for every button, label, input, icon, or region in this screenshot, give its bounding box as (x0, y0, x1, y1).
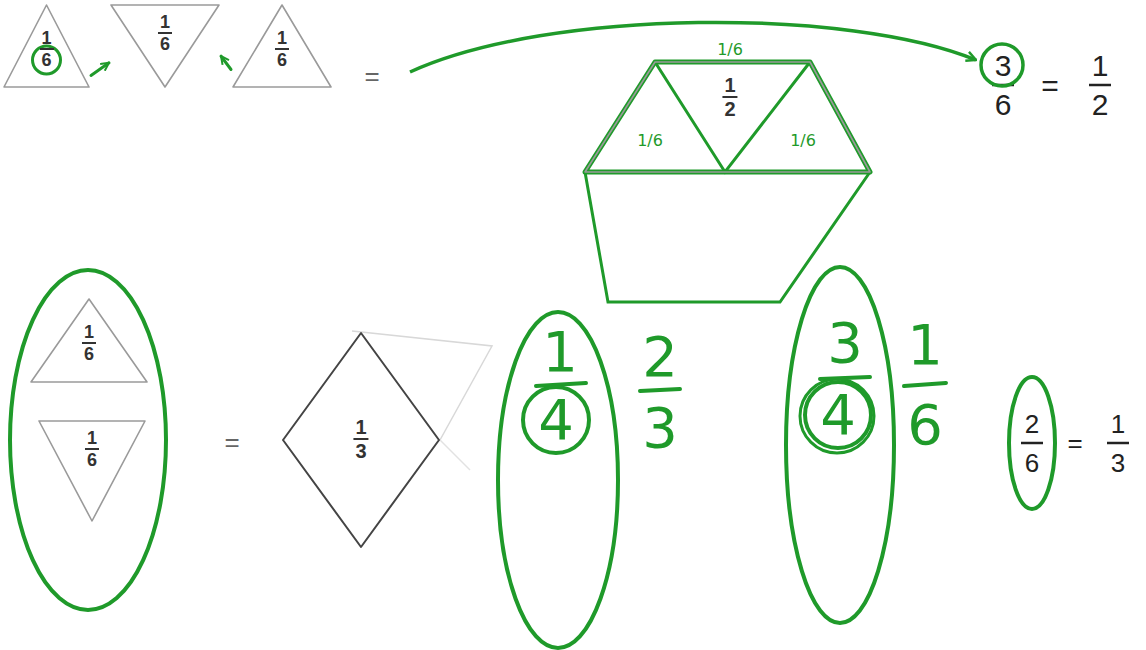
fraction-bar (904, 383, 946, 386)
fraction-numerator: 1 (82, 322, 96, 344)
equals-sign: = (224, 429, 239, 455)
denominator: 6 (995, 90, 1012, 120)
equals-sign: = (1067, 430, 1082, 456)
handwritten-fraction: 1/6 (637, 133, 663, 149)
fraction-denominator: 6 (158, 34, 172, 54)
handwritten-denominator: 3 (642, 400, 678, 456)
shape-outline (585, 62, 870, 172)
fraction-bar (1021, 442, 1043, 445)
fraction-bar (640, 389, 680, 391)
shape-outline (39, 421, 145, 521)
denominator: 2 (1092, 90, 1109, 120)
denominator: 6 (1025, 450, 1039, 476)
fraction-text: 16 (275, 28, 289, 70)
faint-outline (440, 440, 470, 470)
fraction-bar (1107, 442, 1129, 445)
handwritten-numerator: 1 (907, 317, 943, 373)
hand-hexagon (585, 172, 870, 302)
numerator: 1 (1111, 411, 1125, 437)
handwritten-fraction: 1/6 (717, 42, 743, 58)
hand-circle (981, 44, 1023, 86)
fraction-denominator: 6 (275, 50, 289, 70)
handwritten-denominator: 4 (538, 392, 574, 448)
equals-sign: = (1041, 71, 1059, 101)
fraction-triangle: 16 (38, 420, 146, 522)
hand-arrow (221, 56, 231, 69)
fraction-numerator: 1 (353, 416, 368, 440)
faint-outline (352, 331, 492, 440)
fraction-numerator: 1 (158, 12, 172, 34)
hand-ellipse (1009, 377, 1055, 509)
shape-outline (283, 333, 439, 547)
hand-ellipse (10, 270, 166, 610)
shape-outline (111, 5, 219, 87)
fraction-numerator: 1 (722, 74, 737, 98)
fraction-text: 16 (82, 322, 96, 364)
fraction-text: 16 (85, 428, 99, 470)
fraction-triangle: 16 (30, 298, 148, 383)
hand-arrow (91, 63, 109, 76)
fraction-numerator: 1 (85, 428, 99, 450)
equals-sign: = (364, 63, 379, 89)
fraction-text: 16 (39, 28, 53, 70)
handwritten-numerator: 3 (827, 315, 863, 371)
hand-ellipse (786, 267, 894, 623)
fraction-denominator: 6 (82, 344, 96, 364)
handwritten-fraction: 1/6 (790, 133, 816, 149)
fraction-denominator: 3 (353, 440, 368, 462)
hand-circle (805, 382, 871, 448)
handwritten-denominator: 6 (907, 397, 943, 453)
hand-circle (523, 387, 589, 453)
handwritten-numerator: 1 (542, 324, 578, 380)
fraction-numerator: 1 (39, 28, 53, 50)
hand-circle (33, 46, 61, 74)
fraction-triangle: 16 (232, 4, 332, 88)
shape-outline (233, 5, 331, 87)
numerator: 2 (1025, 411, 1039, 437)
numerator: 3 (995, 51, 1012, 81)
hand-ellipse (498, 312, 618, 648)
fraction-denominator: 6 (85, 450, 99, 470)
fraction-denominator: 2 (722, 98, 737, 120)
fraction-numerator: 1 (275, 28, 289, 50)
shape-outline (4, 5, 89, 87)
denominator: 3 (1111, 450, 1125, 476)
fraction-triangle: 16 (110, 4, 220, 88)
fraction-text: 13 (353, 416, 368, 462)
hand-divider (655, 62, 810, 172)
hand-arrow (410, 22, 976, 72)
fraction-bar (1089, 84, 1111, 87)
fraction-trapezoid: 12 (585, 62, 870, 172)
hand-trapezoid (585, 62, 870, 172)
fraction-text: 12 (722, 74, 737, 120)
handwritten-denominator: 4 (820, 387, 856, 443)
hand-circle (800, 379, 874, 453)
handwritten-numerator: 2 (642, 329, 678, 385)
numerator: 1 (1092, 51, 1109, 81)
fraction-triangle: 16 (3, 4, 90, 88)
fraction-rhombus: 13 (282, 332, 440, 548)
shape-outline (31, 299, 147, 382)
fraction-denominator: 6 (39, 50, 53, 70)
fraction-text: 16 (158, 12, 172, 54)
